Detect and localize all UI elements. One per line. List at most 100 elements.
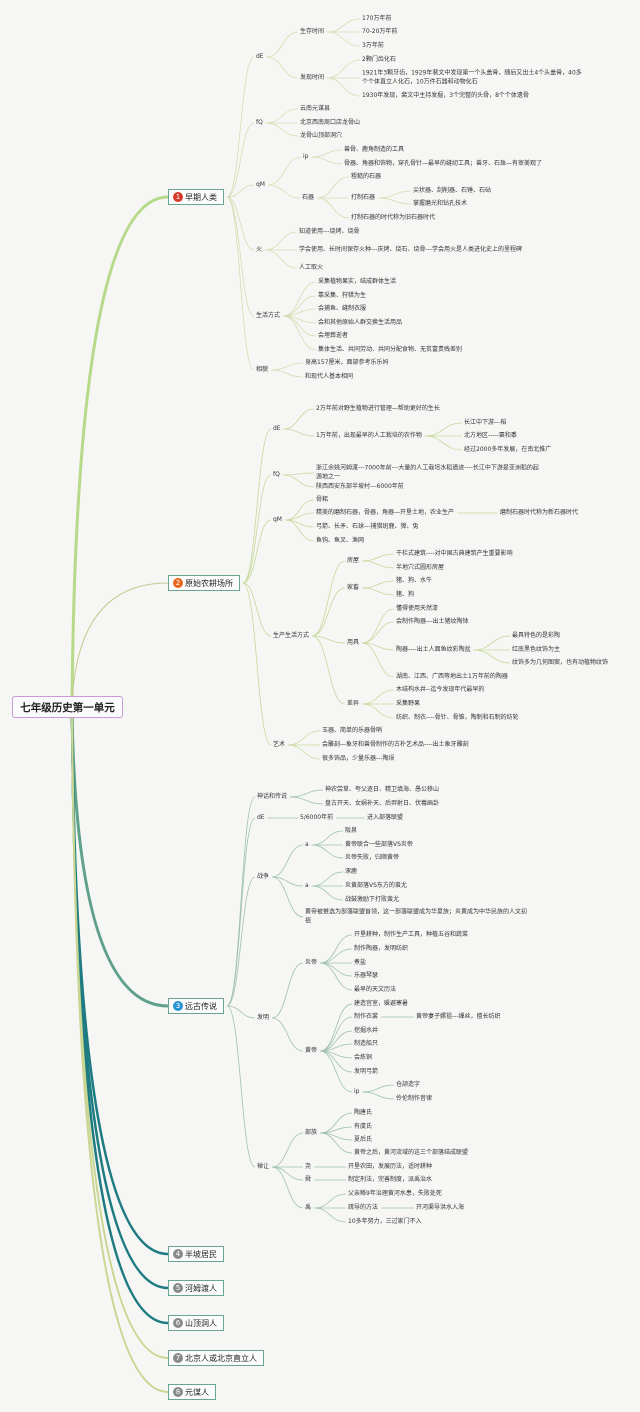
topic-node[interactable]: 红底黑色纹饰为主 <box>512 645 561 653</box>
topic-node[interactable]: 会雕刻—象牙和兽骨制作的古朴艺术品----出土象牙雕刻 <box>322 740 469 748</box>
topic-node[interactable]: 5/6000年前 <box>300 813 334 821</box>
topic-node[interactable]: 建造宫室，躲避寒暑 <box>354 999 409 1007</box>
topic-node[interactable]: qM <box>256 180 265 188</box>
topic-node[interactable]: 3万年前 <box>362 41 384 49</box>
topic-node[interactable]: 舜 <box>305 1175 312 1183</box>
topic-node[interactable]: fQ <box>256 118 263 126</box>
topic-node[interactable]: 懂得使用天然漆 <box>396 604 439 612</box>
topic-node[interactable]: 1930年发现，裴文中主持发掘，3个完整的头骨，8个个体遗骨 <box>362 91 529 99</box>
topic-node[interactable]: 炎帝 <box>305 958 318 966</box>
topic-node[interactable]: 火 <box>256 245 263 253</box>
topic-node[interactable]: 集体生活、共同劳动、共同分配食物、无贫富贵贱差别 <box>318 345 463 353</box>
topic-node[interactable]: 经过2000多年发展，在南北推广 <box>464 445 552 453</box>
topic-node[interactable]: 粗糙的石器 <box>351 172 382 180</box>
topic-node[interactable]: 阪泉 <box>345 826 358 834</box>
topic-node[interactable]: 人工取火 <box>299 263 324 271</box>
topic-node[interactable]: 制定刑法，完善制度，派禹治水 <box>348 1175 433 1183</box>
topic-node[interactable]: 黄帝 <box>305 1046 318 1054</box>
topic-node[interactable]: 骨耜 <box>316 495 329 503</box>
topic-node[interactable]: 黄帝被推选为部落联盟首领，这一部落联盟成为华夏族；炎黄成为中华民族的人文初祖 <box>305 908 528 925</box>
topic-node[interactable]: 陶器----出土人面鱼纹彩陶盆 <box>396 645 471 653</box>
topic-node[interactable]: 黄帝联合一些部落VS炎帝 <box>345 840 413 848</box>
topic-node[interactable]: 乐器琴瑟 <box>354 971 379 979</box>
topic-node[interactable]: 学会使用、长时间保存火种---庆烤、烧石、烧骨---学会用火是人类进化史上的里程… <box>299 245 522 253</box>
topic-node[interactable]: 有虞氏 <box>354 1122 373 1130</box>
topic-node[interactable]: 170万年前 <box>362 14 392 22</box>
topic-node[interactable]: ip <box>303 152 309 160</box>
topic-node[interactable]: 战争 <box>257 872 270 880</box>
topic-node[interactable]: 70-20万年前 <box>362 27 398 35</box>
topic-node[interactable]: 制作陶器，发明纺织 <box>354 944 409 952</box>
topic-node[interactable]: 采集植物果实，结成群体生活 <box>318 277 397 285</box>
topic-node[interactable]: 采集野果 <box>396 699 421 707</box>
topic-node[interactable]: dE <box>273 424 281 432</box>
topic-node[interactable]: 骨器、角器和饰物，穿孔骨针—最早的缝纫工具；兽牙、石珠—有审美观了 <box>344 159 543 167</box>
topic-node[interactable]: 龙骨山顶部洞穴 <box>300 131 343 139</box>
topic-node[interactable]: 家畜 <box>347 583 360 591</box>
topic-node[interactable]: 黄帝之后，黄河流域的这三个部落结成联盟 <box>354 1148 469 1156</box>
topic-node[interactable]: 会埋葬逝者 <box>318 331 349 339</box>
topic-node[interactable]: 陕西西安东部半坡村---6000年前 <box>316 482 404 490</box>
topic-node[interactable]: 艺术 <box>273 740 286 748</box>
topic-node[interactable]: 战鼓激励下打败蚩尤 <box>345 895 400 903</box>
topic-node[interactable]: 云南元谋县 <box>300 104 331 112</box>
topic-node[interactable]: 禅让 <box>257 1162 270 1170</box>
topic-node[interactable]: 10多年努力，三过家门不入 <box>348 1217 422 1225</box>
topic-node[interactable]: ip <box>354 1087 360 1095</box>
topic-node[interactable]: 疏导的方法 <box>348 1203 379 1211</box>
topic-node[interactable]: 最早的天文历法 <box>354 985 397 993</box>
topic-node[interactable]: 打制石器的时代称为旧石器时代 <box>351 213 436 221</box>
topic-node[interactable]: dE <box>257 813 265 821</box>
topic-node[interactable]: 进入部落联盟 <box>367 813 404 821</box>
topic-node[interactable]: a <box>305 881 309 889</box>
topic-node[interactable]: 弓箭、长矛、石球---捕猎斑鹿、獐、兔 <box>316 522 419 530</box>
topic-node[interactable]: 尧 <box>305 1162 312 1170</box>
topic-node[interactable]: 挖掘水井 <box>354 1026 379 1034</box>
topic-node[interactable]: qM <box>273 515 282 523</box>
topic-node[interactable]: 煮盐 <box>354 958 367 966</box>
topic-node[interactable]: 湖南、江西、广西等地出土1万年前的陶器 <box>396 672 508 680</box>
topic-node[interactable]: 1万年前，出现最早的人工栽培的农作物 <box>316 431 422 439</box>
topic-node[interactable]: 北京西南周口店龙骨山 <box>300 118 361 126</box>
topic-node[interactable]: 开垦农田，发展历法，适时耕种 <box>348 1162 433 1170</box>
topic-node[interactable]: 开垦耕种，制作生产工具，种植五谷和蔬菜 <box>354 930 469 938</box>
topic-node[interactable]: 神农尝草、夸父逐日、精卫填海、愚公移山 <box>325 785 440 793</box>
topic-node[interactable]: 掌握磨光和钻孔技术 <box>413 199 468 207</box>
topic-node[interactable]: 北方地区-----粟和黍 <box>464 431 517 439</box>
topic-node[interactable]: fQ <box>273 470 280 478</box>
topic-node[interactable]: 磨制石器时代称为新石器时代 <box>500 508 579 516</box>
topic-node[interactable]: 会和其他原始人群交换生活用品 <box>318 318 403 326</box>
topic-node[interactable]: 猪、狗、水牛 <box>396 576 433 584</box>
topic-node[interactable]: 兽骨、鹿角制造的工具 <box>344 145 405 153</box>
topic-node[interactable]: 浙江余姚河姆渡---7000年前---大量的人工栽培水稻遗迹----长江中下游是… <box>316 464 539 481</box>
topic-node[interactable]: 石器 <box>302 193 315 201</box>
topic-node[interactable]: 黄帝妻子嫘祖---缫丝，擅长纺织 <box>416 1012 501 1020</box>
topic-node[interactable]: a <box>305 840 309 848</box>
topic-node[interactable]: 会捕鱼、缝制衣服 <box>318 304 367 312</box>
topic-node[interactable]: 炎帝失败，归顺黄帝 <box>345 853 400 861</box>
topic-node[interactable]: 打制石器 <box>351 193 376 201</box>
topic-node[interactable]: 最具特色的是彩陶 <box>512 631 561 639</box>
topic-node[interactable]: 陶唐氏 <box>354 1108 373 1116</box>
topic-node[interactable]: 知道使用---烧烤、烧骨 <box>299 227 360 235</box>
topic-node[interactable]: 鱼钩、鱼叉、渔网 <box>316 536 365 544</box>
topic-node[interactable]: 精美的磨制石器，骨器，角器—开垦土地，农业生产 <box>316 508 455 516</box>
topic-node[interactable]: 用具 <box>347 638 360 646</box>
topic-node[interactable]: 发明弓箭 <box>354 1067 379 1075</box>
topic-node[interactable]: 靠采集、狩猎为生 <box>318 291 367 299</box>
topic-node[interactable]: 长江中下游---稻 <box>464 418 507 426</box>
topic-node[interactable]: dE <box>256 52 264 60</box>
topic-node[interactable]: 发现时间 <box>300 73 325 81</box>
topic-node[interactable]: 2万年前对野生植物进行管理—帮助更好的生长 <box>316 404 440 412</box>
topic-node[interactable]: 木结构水井--迄今发现年代最早的 <box>396 685 485 693</box>
topic-node[interactable]: 会炼铜 <box>354 1053 373 1061</box>
topic-node[interactable]: 炎黄部落VS东方的蚩尤 <box>345 881 407 889</box>
topic-node[interactable]: 猪、狗 <box>396 590 415 598</box>
